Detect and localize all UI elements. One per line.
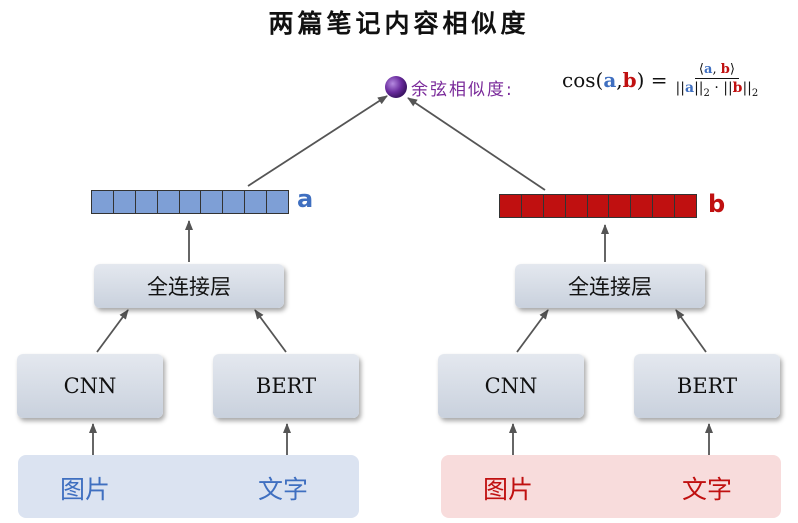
page-title: 两篇笔记内容相似度 <box>268 9 530 38</box>
similarity-node <box>385 76 407 98</box>
formula-close: ) = <box>636 68 668 93</box>
vector-b-label: b <box>708 190 726 218</box>
input-panel-left <box>18 455 359 518</box>
formula-denominator: ||a||2 · ||b||2 <box>675 80 759 99</box>
formula-arg-b: b <box>622 68 637 93</box>
text-input-right: 文字 <box>682 475 733 504</box>
formula-comma: , <box>616 68 623 93</box>
bert-box-left: BERT <box>213 354 359 418</box>
arrow-cnn-to-fc-left <box>96 309 129 353</box>
formula-fn: cos( <box>562 68 604 93</box>
cnn-box-left: CNN <box>17 354 163 418</box>
fc-layer-left: 全连接层 <box>94 264 284 308</box>
formula-fraction: ⟨a, b⟩ ||a||2 · ||b||2 <box>676 62 759 99</box>
arrow-b-to-similarity <box>407 97 546 191</box>
image-input-left: 图片 <box>60 475 111 504</box>
vector-b <box>499 194 697 218</box>
formula-numerator: ⟨a, b⟩ <box>694 62 739 79</box>
arrow-bert-to-fc-left <box>254 309 287 353</box>
input-panel-right <box>441 455 781 518</box>
formula-arg-a: a <box>603 68 617 93</box>
cosine-formula: cos(a,b) = ⟨a, b⟩ ||a||2 · ||b||2 <box>562 62 758 99</box>
similarity-label: 余弦相似度: <box>411 80 514 100</box>
text-input-left: 文字 <box>258 475 309 504</box>
vector-a <box>91 190 289 214</box>
cnn-box-right: CNN <box>438 354 584 418</box>
arrow-cnn-to-fc-right <box>516 309 549 353</box>
arrow-a-to-similarity <box>247 95 388 187</box>
arrow-bert-to-fc-right <box>675 309 707 353</box>
image-input-right: 图片 <box>483 475 534 504</box>
fc-layer-right: 全连接层 <box>515 264 705 308</box>
vector-a-label: a <box>297 185 314 213</box>
bert-box-right: BERT <box>634 354 780 418</box>
